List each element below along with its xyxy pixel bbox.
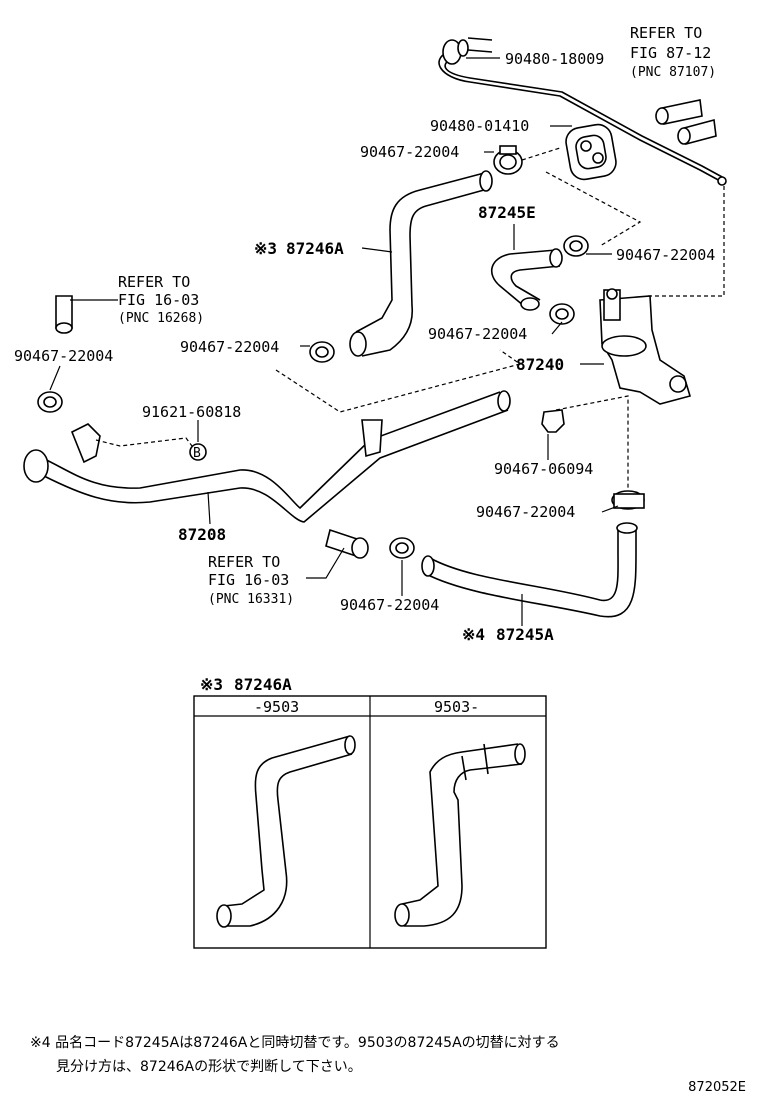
label-clamp-upper: 90467-22004 [360, 143, 459, 161]
bolt-mark: B [193, 446, 201, 461]
refer-16-03a-line3: (PNC 16268) [118, 311, 204, 326]
refer-87-12-line1: REFER TO [630, 24, 702, 42]
label-87245E: 87245E [478, 203, 536, 222]
label-clamp-left: 90467-22004 [180, 338, 279, 356]
refer-16-03b-line1: REFER TO [208, 553, 280, 571]
label-87245A: 87245A [496, 625, 554, 644]
hose-variant-late [394, 743, 526, 927]
clip-90467-06094 [541, 409, 565, 433]
clamp-right-pair [549, 235, 589, 325]
hose-87246A [349, 170, 493, 357]
footnote-line2: 見分け方は、87246Aの形状で判断して下さい。 [56, 1059, 362, 1075]
hose-87245A [421, 522, 638, 618]
callout-refer-16-03a: REFER TO FIG 16-03 (PNC 16268) [118, 273, 204, 326]
label-87240: 87240 [516, 355, 564, 374]
leader-lines [49, 57, 619, 626]
clamp-upper [493, 145, 523, 175]
variant-table-mark: ※3 [200, 675, 223, 694]
refer-16-03b-line2: FIG 16-03 [208, 571, 289, 589]
grommet-90480-01410 [565, 123, 617, 181]
label-clamp-left2: 90467-22004 [14, 347, 113, 365]
label-clamp-lower-right: 90467-22004 [476, 503, 575, 521]
pipe-stub-16331 [325, 528, 415, 559]
dashed-guides [95, 147, 725, 490]
label-clamp-mid: 90467-22004 [428, 325, 527, 343]
label-mark-4: ※4 [462, 625, 485, 644]
hose-variant-early [216, 735, 356, 928]
variant-col2-header: 9503- [434, 698, 479, 716]
label-91621-60818: 91621-60818 [142, 403, 241, 421]
clamp-left-stack [37, 295, 335, 413]
refer-16-03a-line2: FIG 16-03 [118, 291, 199, 309]
refer-16-03a-line1: REFER TO [118, 273, 190, 291]
pipe-stubs-87107 [655, 99, 717, 146]
variant-table: ※3 87246A -9503 9503- [193, 675, 547, 949]
refer-87-12-line3: (PNC 87107) [630, 65, 716, 80]
refer-87-12-line2: FIG 87-12 [630, 44, 711, 62]
water-valve-87240 [599, 288, 692, 405]
label-clamp-bottom: 90467-22004 [340, 596, 439, 614]
variant-col1-header: -9503 [254, 698, 299, 716]
cable-90480-18009 [438, 37, 727, 186]
refer-16-03b-line3: (PNC 16331) [208, 592, 294, 607]
label-90480-18009: 90480-18009 [505, 50, 604, 68]
label-87208: 87208 [178, 525, 226, 544]
variant-table-part: 87246A [234, 675, 292, 694]
label-clamp-right: 90467-22004 [616, 246, 715, 264]
callout-refer-16-03b: REFER TO FIG 16-03 (PNC 16331) [208, 553, 294, 607]
callout-refer-87-12: REFER TO FIG 87-12 (PNC 87107) [630, 24, 716, 80]
label-mark-3: ※3 [254, 239, 277, 258]
label-90467-06094: 90467-06094 [494, 460, 593, 478]
hose-87245E [490, 248, 563, 311]
label-90480-01410: 90480-01410 [430, 117, 529, 135]
clamp-lower-right [611, 490, 645, 510]
bolt-91621-60818: B [189, 443, 207, 461]
footnote-line1: ※4 品名コード87245Aは87246Aと同時切替です。9503の87245A… [30, 1035, 560, 1051]
pipe-87208 [23, 390, 511, 523]
figure-id: 872052E [688, 1080, 746, 1095]
label-87246A: 87246A [286, 239, 344, 258]
